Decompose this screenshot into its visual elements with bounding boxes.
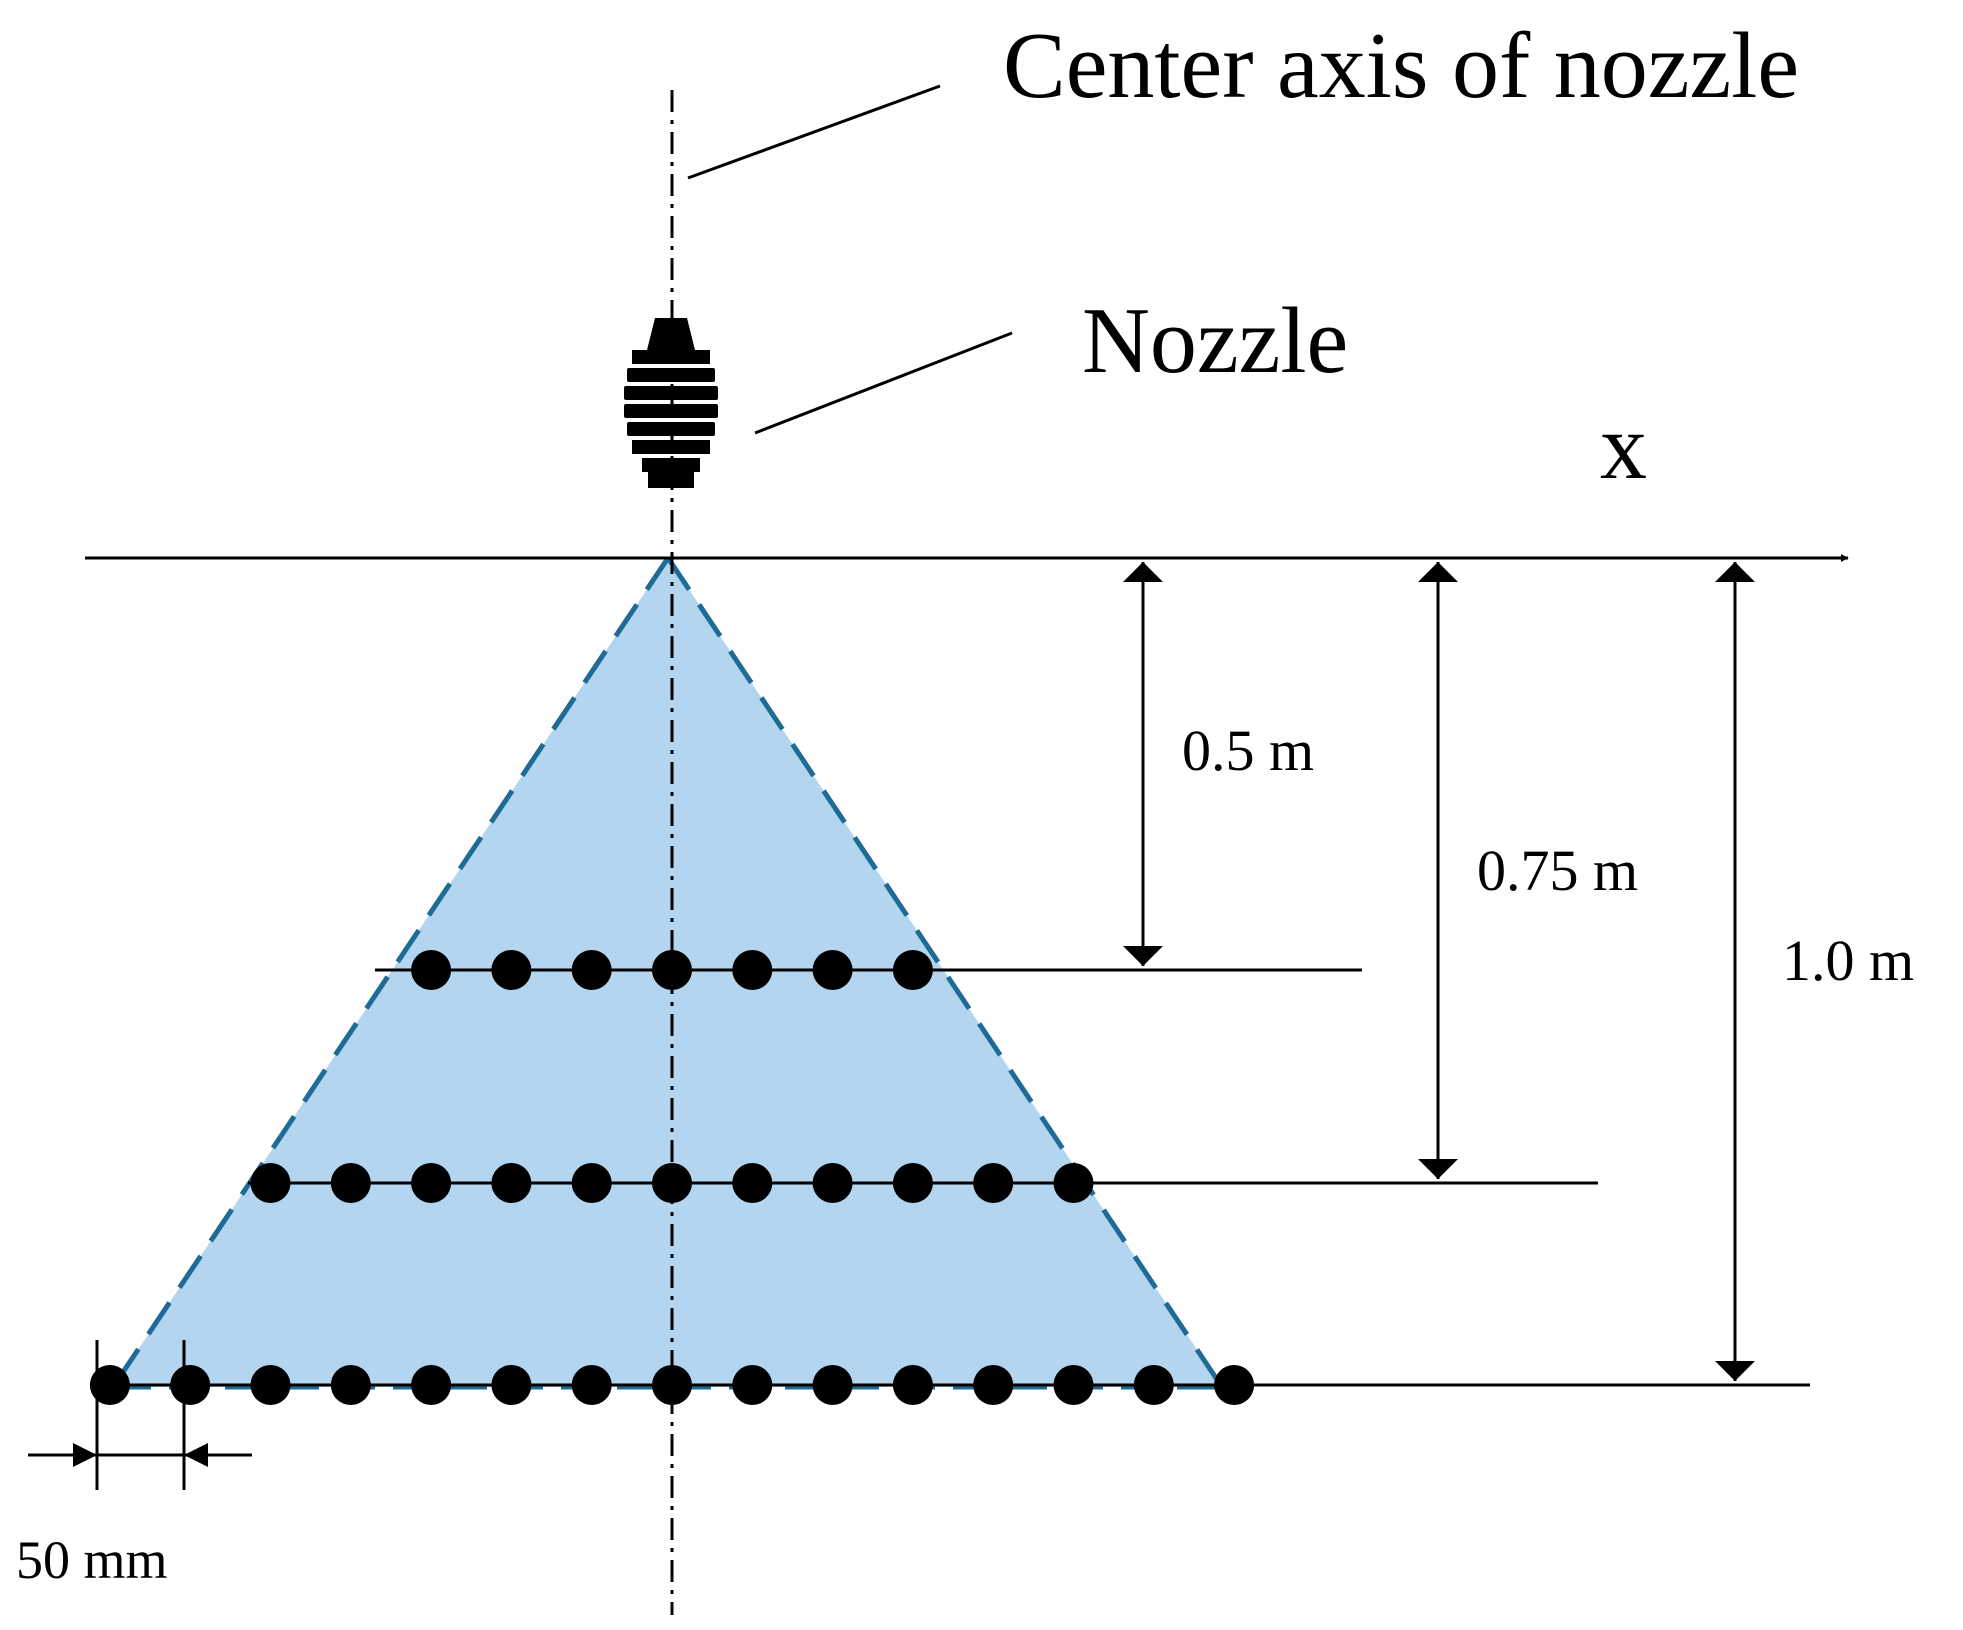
measurement-point (973, 1163, 1014, 1203)
distance-label-0-5m: 0.5 m (1182, 718, 1314, 783)
measurement-point (89, 1365, 130, 1405)
measurement-point (1053, 1163, 1094, 1203)
measurement-point (1053, 1365, 1094, 1405)
nozzle-leader (754, 331, 1013, 435)
measurement-point (491, 950, 532, 990)
measurement-point (812, 1163, 853, 1203)
measurement-point (571, 1163, 612, 1203)
measurement-point (170, 1365, 211, 1405)
spacing-label: 50 mm (16, 1530, 168, 1590)
measurement-point (812, 950, 853, 990)
measurement-point (812, 1365, 853, 1405)
center-axis-leader (687, 84, 941, 180)
measurement-point (892, 1163, 933, 1203)
nozzle-label: Nozzle (1082, 289, 1348, 393)
measurement-points-0-5m (411, 950, 933, 990)
measurement-point (652, 950, 692, 990)
measurement-point (250, 1365, 291, 1405)
measurement-points-1-0m (89, 1365, 1255, 1405)
measurement-point (411, 1365, 452, 1405)
x-axis-label: x (1600, 395, 1647, 499)
measurement-points-0-75m (250, 1163, 1094, 1203)
center-axis-label: Center axis of nozzle (1003, 14, 1799, 118)
measurement-point (411, 950, 452, 990)
measurement-point (571, 1365, 612, 1405)
measurement-point (330, 1365, 371, 1405)
measurement-point (411, 1163, 452, 1203)
measurement-point (732, 1163, 773, 1203)
measurement-point (892, 950, 933, 990)
measurement-point (571, 950, 612, 990)
measurement-point (652, 1365, 692, 1405)
measurement-point (491, 1163, 532, 1203)
measurement-point (1214, 1365, 1255, 1405)
measurement-point (491, 1365, 532, 1405)
measurement-point (732, 950, 773, 990)
measurement-point (973, 1365, 1014, 1405)
measurement-point (330, 1163, 371, 1203)
measurement-point (652, 1163, 692, 1203)
measurement-point (732, 1365, 773, 1405)
spacing-dimension (28, 1340, 252, 1490)
measurement-point (250, 1163, 291, 1203)
measurement-point (1133, 1365, 1174, 1405)
measurement-point (892, 1365, 933, 1405)
distance-label-1-0m: 1.0 m (1782, 928, 1914, 993)
distance-label-0-75m: 0.75 m (1477, 838, 1638, 903)
nozzle-icon (624, 318, 718, 488)
